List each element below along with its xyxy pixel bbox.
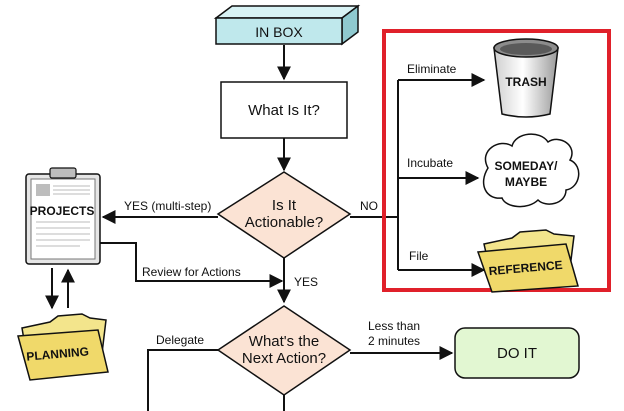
someday-label-1: SOMEDAY/ <box>495 159 559 173</box>
someday-maybe-node: SOMEDAY/ MAYBE <box>482 133 580 208</box>
delegate-label: Delegate <box>156 333 204 347</box>
edge-review-for-actions <box>90 242 284 288</box>
review-for-actions-label: Review for Actions <box>142 265 241 279</box>
yes-multi-step-label: YES (multi-step) <box>124 199 211 213</box>
trash-label: TRASH <box>505 75 546 89</box>
planning-node: PLANNING <box>17 313 109 381</box>
do-it-label: DO IT <box>497 345 537 362</box>
actionable-decision: Is It Actionable? <box>216 171 352 259</box>
projects-node: PROJECTS <box>25 167 101 265</box>
projects-label: PROJECTS <box>30 204 95 218</box>
trash-node: TRASH <box>493 38 559 118</box>
less-than-label-2: 2 minutes <box>368 334 420 348</box>
next-action-label-2: Next Action? <box>242 350 326 367</box>
less-than-label-1: Less than <box>368 319 420 333</box>
inbox-label: IN BOX <box>255 24 303 40</box>
actionable-label-2: Actionable? <box>245 214 323 231</box>
someday-label-2: MAYBE <box>505 175 547 189</box>
next-action-label-1: What's the <box>249 333 319 350</box>
reference-label: REFERENCE <box>488 258 563 278</box>
yes-label: YES <box>294 275 318 289</box>
eliminate-label: Eliminate <box>407 62 457 76</box>
inbox-node: IN BOX <box>213 4 361 46</box>
no-label: NO <box>360 199 378 213</box>
edge-delegate <box>147 349 218 411</box>
reference-node: REFERENCE <box>476 229 579 293</box>
do-it-node: DO IT <box>454 327 580 379</box>
what-is-it-label: What Is It? <box>248 102 320 119</box>
what-is-it-node: What Is It? <box>220 81 348 139</box>
incubate-label: Incubate <box>407 156 453 170</box>
next-action-decision: What's the Next Action? <box>216 305 352 396</box>
planning-label: PLANNING <box>26 344 90 363</box>
file-label: File <box>409 249 429 263</box>
actionable-label-1: Is It <box>272 197 297 214</box>
